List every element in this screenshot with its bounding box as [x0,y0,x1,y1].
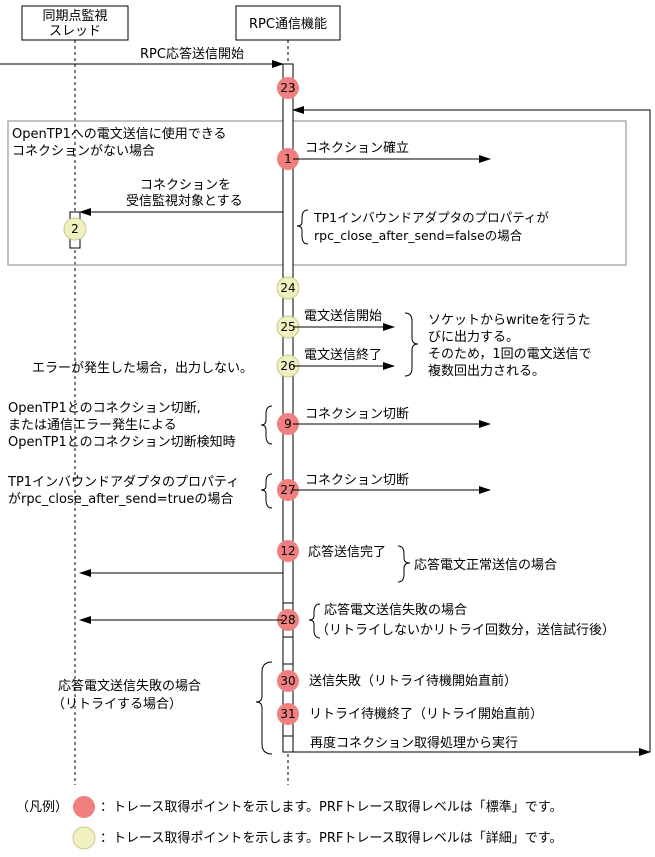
trace-point-23-label: 23 [280,81,295,95]
trace-point-30 [277,670,299,692]
note-socket-2: びに出力する。 [428,330,519,345]
label-send-start: 電文送信開始 [304,309,382,324]
note-socket-1: ソケットからwriteを行うた [428,313,591,328]
note-fail-retry-1: 応答電文送信失敗の場合 [58,678,201,694]
brace-disconnect [260,405,273,445]
lifeline-label-rpc: RPC通信機能 [249,17,327,32]
label-connect: コネクション確立 [305,140,409,156]
note-resp-ok: 応答電文正常送信の場合 [414,557,557,573]
legend-standard-marker [73,796,95,818]
trace-point-25-label: 25 [280,320,295,334]
legend-detail-marker [72,826,96,850]
note-adapter-false-1: TP1インバウンドアダプタのプロパティが [313,210,549,225]
lifeline-header-rpc [235,5,341,41]
note-fail-1: 応答電文送信失敗の場合 [324,602,467,618]
lifeline-header-sync-thread [21,5,129,41]
note-error-no-output: エラーが発生した場合，出力しない。 [32,361,253,376]
lifeline-label-sync-1: 同期点監視 [42,8,107,24]
label-send-end: 電文送信終了 [304,347,382,363]
brace-fail [308,603,321,639]
trace-point-28-label: 28 [280,613,295,627]
legend-detail-text: ：トレース取得ポイントを示します。PRFトレース取得レベルは「詳細」です。 [100,830,562,846]
note-socket-4: 複数回出力される。 [428,363,545,379]
label-rpc-start: RPC応答送信開始 [140,46,244,62]
note-disconnect-1: OpenTP1とのコネクション切断, [8,401,201,416]
note-fail-retry-2: （リトライする場合） [52,697,182,712]
note-no-connection-2: コネクションがない場合 [12,144,155,159]
trace-point-23 [277,77,299,99]
note-no-connection-1: OpenTP1への電文送信に使用できる [12,126,227,142]
trace-point-12 [277,540,299,562]
note-socket-3: そのため，1回の電文送信で [428,347,592,362]
label-send-fail: 送信失敗（リトライ待機開始直前） [309,673,517,689]
brace-adapter-false [296,209,309,245]
label-monitor-1: コネクションを [140,178,231,193]
label-disconnect-2: コネクション切断 [305,473,409,488]
note-disconnect-2: または通信エラー発生による [8,418,177,433]
note-adapter-true-1: TP1インバウンドアダプタのプロパティ [7,475,239,490]
trace-point-30-label: 30 [280,674,295,688]
label-retry-wait-end: リトライ待機終了（リトライ開始直前） [309,706,543,722]
brace-adapter-true [260,473,273,509]
trace-point-12-label: 12 [280,544,295,558]
brace-resp-ok [397,545,411,583]
legend-standard-text: ：トレース取得ポイントを示します。PRFトレース取得レベルは「標準」です。 [100,799,562,815]
label-disconnect-1: コネクション切断 [305,407,409,422]
lifeline-label-sync-2: スレッド [49,24,101,39]
label-rerun: 再度コネクション取得処理から実行 [310,735,518,751]
trace-point-1-label: 1 [284,152,292,166]
trace-point-27-label: 27 [280,483,295,497]
label-monitor-2: 受信監視対象とする [126,193,243,209]
trace-point-2 [63,217,87,241]
activation-bar-rpc-inner [282,63,294,753]
trace-point-26-label: 26 [280,359,295,373]
label-resp-done: 応答送信完了 [308,544,386,560]
trace-point-31-label: 31 [280,707,295,721]
trace-point-27 [277,479,299,501]
note-disconnect-3: OpenTP1とのコネクション切断検知時 [8,434,236,450]
activation-bar-retry [282,663,294,737]
brace-retry [255,661,273,755]
trace-point-9 [277,413,299,435]
legend-label: （凡例） [16,800,68,815]
trace-point-31 [277,703,299,725]
trace-point-2-label: 2 [71,222,79,236]
brace-socket [404,312,419,377]
trace-point-28 [277,609,299,631]
trace-point-24-label: 24 [280,281,295,295]
note-adapter-false-2: rpc_close_after_send=falseの場合 [314,228,523,243]
no-connection-frame [7,120,627,266]
note-adapter-true-2: がrpc_close_after_send=trueの場合 [8,492,233,507]
arrow-loop-back [292,106,651,753]
trace-point-9-label: 9 [284,417,292,431]
trace-point-1 [277,148,299,170]
trace-point-24 [276,276,300,300]
note-fail-2: （リトライしないかリトライ回数分，送信試行後） [316,622,615,638]
